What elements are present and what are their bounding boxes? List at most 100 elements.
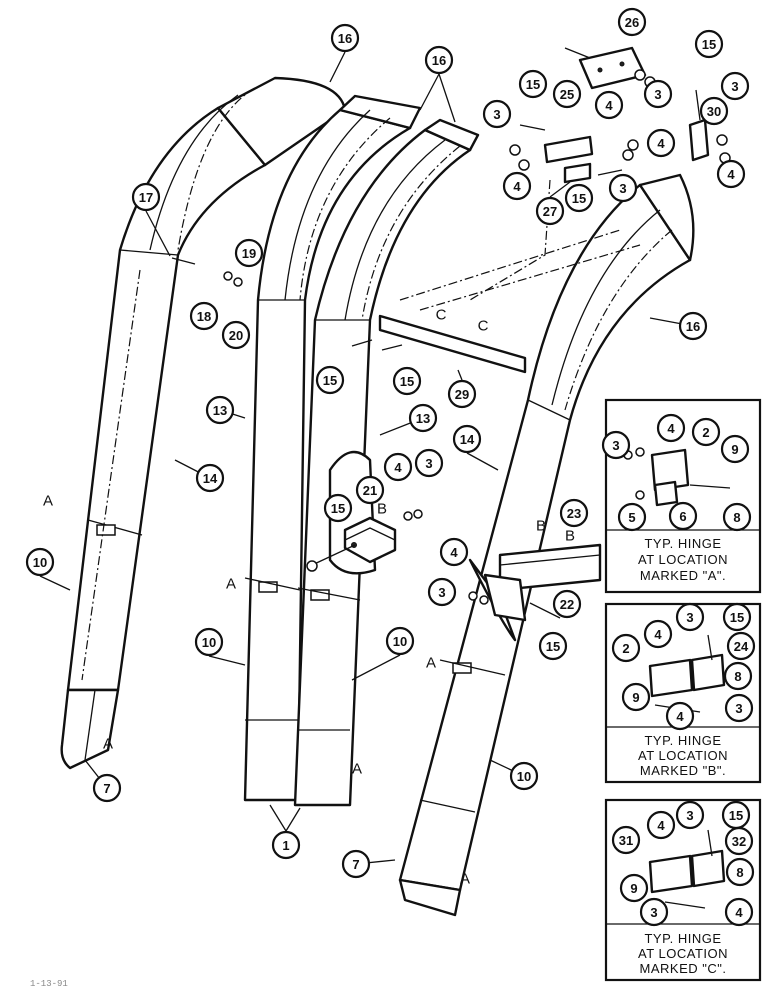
callout-label: 4: [513, 179, 521, 194]
callout-label: 25: [560, 87, 574, 102]
callout-label: 10: [517, 769, 531, 784]
letter-marker-b: B: [536, 518, 546, 535]
callout-label: 3: [735, 701, 742, 716]
callout-4: 4: [646, 810, 676, 840]
callout-label: 20: [229, 328, 243, 343]
callout-4: 4: [724, 897, 754, 927]
callout-3: 3: [724, 693, 754, 723]
callout-label: 10: [393, 634, 407, 649]
callout-3: 3: [643, 79, 673, 109]
callout-circle: [617, 7, 647, 37]
callout-4: 4: [439, 537, 469, 567]
callout-circle: [675, 602, 705, 632]
callout-16: 16: [424, 45, 454, 75]
callout-7: 7: [92, 773, 122, 803]
callout-15: 15: [315, 365, 345, 395]
callout-8: 8: [725, 857, 755, 887]
callout-24: 24: [726, 631, 756, 661]
callout-30: 30: [699, 96, 729, 126]
callout-label: 30: [707, 104, 721, 119]
callout-circle: [25, 547, 55, 577]
drawing-code: 1-13-91: [30, 979, 68, 989]
callout-circle: [552, 589, 582, 619]
inset-b-caption-1: TYP. HINGE: [644, 733, 721, 748]
bracket-21: [306, 516, 397, 572]
callout-label: 4: [676, 709, 684, 724]
letter-marker-a: A: [103, 736, 113, 753]
callout-4: 4: [502, 171, 532, 201]
callout-label: 16: [432, 53, 446, 68]
letter-marker-c: C: [436, 307, 447, 324]
callout-circle: [92, 773, 122, 803]
callout-circle: [131, 182, 161, 212]
callout-label: 4: [735, 905, 743, 920]
callout-circle: [452, 424, 482, 454]
callout-label: 9: [632, 690, 639, 705]
callout-15: 15: [518, 69, 548, 99]
callout-label: 15: [323, 373, 337, 388]
callout-label: 7: [352, 857, 359, 872]
callout-circle: [720, 434, 750, 464]
letter-marker-a: A: [426, 655, 436, 672]
callout-label: 15: [400, 374, 414, 389]
callout-7: 7: [341, 849, 371, 879]
callout-label: 15: [526, 77, 540, 92]
callout-4: 4: [656, 413, 686, 443]
callout-5: 5: [617, 502, 647, 532]
bracket-22-23: [483, 543, 602, 622]
callout-label: 14: [203, 471, 218, 486]
callout-label: 4: [667, 421, 675, 436]
callout-22: 22: [552, 589, 582, 619]
callout-13: 13: [205, 395, 235, 425]
callout-circle: [221, 320, 251, 350]
callout-3: 3: [720, 71, 750, 101]
callout-label: 15: [572, 191, 586, 206]
callout-circle: [621, 682, 651, 712]
letter-marker-a: A: [352, 761, 362, 778]
callout-label: 19: [242, 246, 256, 261]
callout-circle: [656, 413, 686, 443]
inset-b-caption-2: AT LOCATION: [638, 748, 728, 763]
callout-4: 4: [665, 701, 695, 731]
callout-3: 3: [427, 577, 457, 607]
callout-label: 3: [731, 79, 738, 94]
callout-label: 3: [493, 107, 500, 122]
callout-circle: [646, 128, 676, 158]
callout-circle: [723, 661, 753, 691]
left-post: [60, 76, 347, 770]
callout-label: 27: [543, 204, 557, 219]
callout-4: 4: [643, 619, 673, 649]
callout-3: 3: [675, 602, 705, 632]
callout-15: 15: [538, 631, 568, 661]
callout-circle: [668, 501, 698, 531]
callout-circle: [643, 79, 673, 109]
inset-c-caption-3: MARKED "C".: [640, 961, 727, 976]
callout-label: 13: [416, 411, 430, 426]
callout-circle: [724, 826, 754, 856]
callout-circle: [392, 366, 422, 396]
callout-circle: [205, 395, 235, 425]
callout-circle: [427, 577, 457, 607]
callout-label: 10: [202, 635, 216, 650]
callout-label: 31: [619, 833, 633, 848]
callout-19: 19: [234, 238, 264, 268]
callout-26: 26: [617, 7, 647, 37]
inset-a-caption-2: AT LOCATION: [638, 552, 728, 567]
callout-circle: [271, 830, 301, 860]
callout-10: 10: [385, 626, 415, 656]
callout-1: 1: [271, 830, 301, 860]
callout-23: 23: [559, 498, 589, 528]
callout-circle: [639, 897, 669, 927]
callout-4: 4: [716, 159, 746, 189]
callout-label: 29: [455, 387, 469, 402]
callout-circle: [189, 301, 219, 331]
callout-label: 3: [619, 181, 626, 196]
callout-16: 16: [678, 311, 708, 341]
letter-marker-b: B: [377, 501, 387, 518]
callout-label: 2: [622, 641, 629, 656]
callout-label: 4: [727, 167, 735, 182]
